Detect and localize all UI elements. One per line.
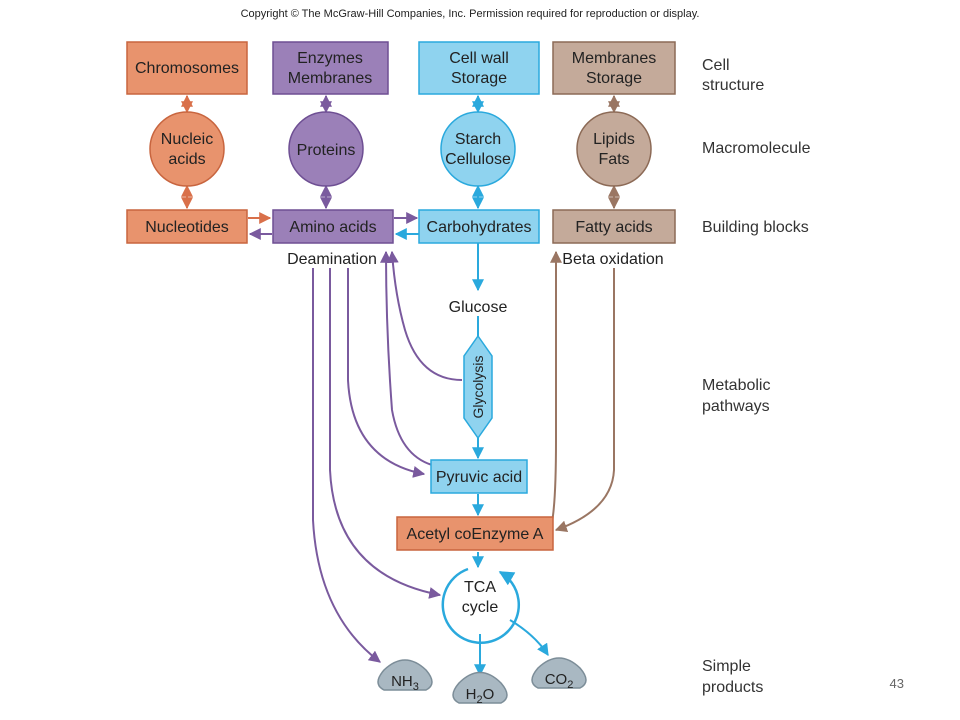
svg-text:acids: acids: [168, 151, 205, 168]
svg-text:Simple: Simple: [702, 658, 751, 675]
box-amino-acids: Amino acids: [272, 209, 394, 244]
arrow-fatty-to-acetyl: [554, 268, 615, 533]
svg-text:Fats: Fats: [598, 151, 629, 168]
arrow-tca-to-co2: [509, 619, 549, 657]
product-co2: CO2: [531, 657, 587, 691]
svg-text:Cellulose: Cellulose: [445, 151, 511, 168]
label-deamination: Deamination: [287, 251, 377, 268]
arrow-acetyl-to-fatty: [550, 250, 562, 523]
svg-text:Chromosomes: Chromosomes: [135, 60, 239, 77]
svg-text:Lipids: Lipids: [593, 131, 635, 148]
svg-text:Enzymes: Enzymes: [297, 50, 363, 67]
circle-nucleic-acids: Nucleic acids: [149, 111, 225, 187]
arrow-deamination-to-nh3: [312, 268, 381, 663]
svg-text:Fatty acids: Fatty acids: [575, 219, 652, 236]
svg-text:Cell wall: Cell wall: [449, 50, 509, 67]
row-label-simple-products: Simple products: [702, 658, 763, 696]
svg-text:Membranes: Membranes: [572, 50, 656, 67]
svg-text:Acetyl coEnzyme A: Acetyl coEnzyme A: [407, 526, 544, 543]
svg-text:CO2: CO2: [545, 671, 574, 691]
label-beta-oxidation: Beta oxidation: [562, 251, 663, 268]
svg-text:Nucleic: Nucleic: [161, 131, 213, 148]
svg-text:NH3: NH3: [391, 673, 419, 693]
box-nucleotides: Nucleotides: [126, 209, 248, 244]
circle-lipids-fats: Lipids Fats: [576, 111, 652, 187]
svg-text:structure: structure: [702, 77, 764, 94]
svg-text:Proteins: Proteins: [297, 142, 356, 159]
svg-text:Cell: Cell: [702, 57, 730, 74]
svg-text:H2O: H2O: [466, 686, 495, 706]
box-chromosomes: Chromosomes: [126, 41, 248, 95]
circle-proteins: Proteins: [288, 111, 364, 187]
box-enzymes-membranes: Enzymes Membranes: [272, 41, 389, 95]
svg-text:products: products: [702, 679, 763, 696]
svg-text:pathways: pathways: [702, 398, 770, 415]
label-glucose: Glucose: [449, 299, 508, 316]
copyright-notice: Copyright © The McGraw-Hill Companies, I…: [240, 8, 700, 20]
svg-text:cycle: cycle: [462, 599, 499, 616]
box-acetyl-coa: Acetyl coEnzyme A: [396, 516, 554, 551]
arrow-glycolysis-to-amino: [386, 250, 463, 381]
arrow-pyruvic-to-amino: [380, 250, 433, 466]
row-label-cell-structure: Cell structure: [702, 57, 764, 94]
svg-text:Storage: Storage: [586, 70, 642, 87]
svg-text:Amino acids: Amino acids: [289, 219, 376, 236]
product-h2o: H2O: [452, 671, 508, 706]
svg-text:Carbohydrates: Carbohydrates: [427, 219, 532, 236]
circle-starch-cellulose: Starch Cellulose: [440, 111, 516, 187]
row-label-metabolic-pathways: Metabolic pathways: [702, 377, 770, 415]
product-nh3: NH3: [377, 659, 433, 693]
svg-text:Glycolysis: Glycolysis: [470, 355, 486, 418]
arrow-amino-to-pyruvic: [347, 268, 426, 478]
row-label-building-blocks: Building blocks: [702, 219, 809, 236]
svg-text:Nucleotides: Nucleotides: [145, 219, 229, 236]
box-carbohydrates: Carbohydrates: [418, 209, 540, 244]
svg-text:Membranes: Membranes: [288, 70, 372, 87]
svg-text:TCA: TCA: [464, 579, 496, 596]
label-tca-cycle: TCA cycle: [462, 579, 499, 616]
shape-glycolysis: Glycolysis: [463, 334, 493, 440]
svg-text:Pyruvic acid: Pyruvic acid: [436, 469, 522, 486]
svg-text:Metabolic: Metabolic: [702, 377, 770, 394]
svg-text:Starch: Starch: [455, 131, 501, 148]
row-label-macromolecule: Macromolecule: [702, 140, 811, 157]
box-fatty-acids: Fatty acids: [552, 209, 676, 244]
page-number: 43: [889, 676, 904, 691]
box-pyruvic-acid: Pyruvic acid: [430, 459, 528, 494]
svg-text:Storage: Storage: [451, 70, 507, 87]
tca-cycle-ring: [441, 567, 521, 645]
arrow-amino-to-tca: [329, 268, 442, 599]
box-cellwall-storage: Cell wall Storage: [418, 41, 540, 95]
box-membranes-storage: Membranes Storage: [552, 41, 676, 95]
